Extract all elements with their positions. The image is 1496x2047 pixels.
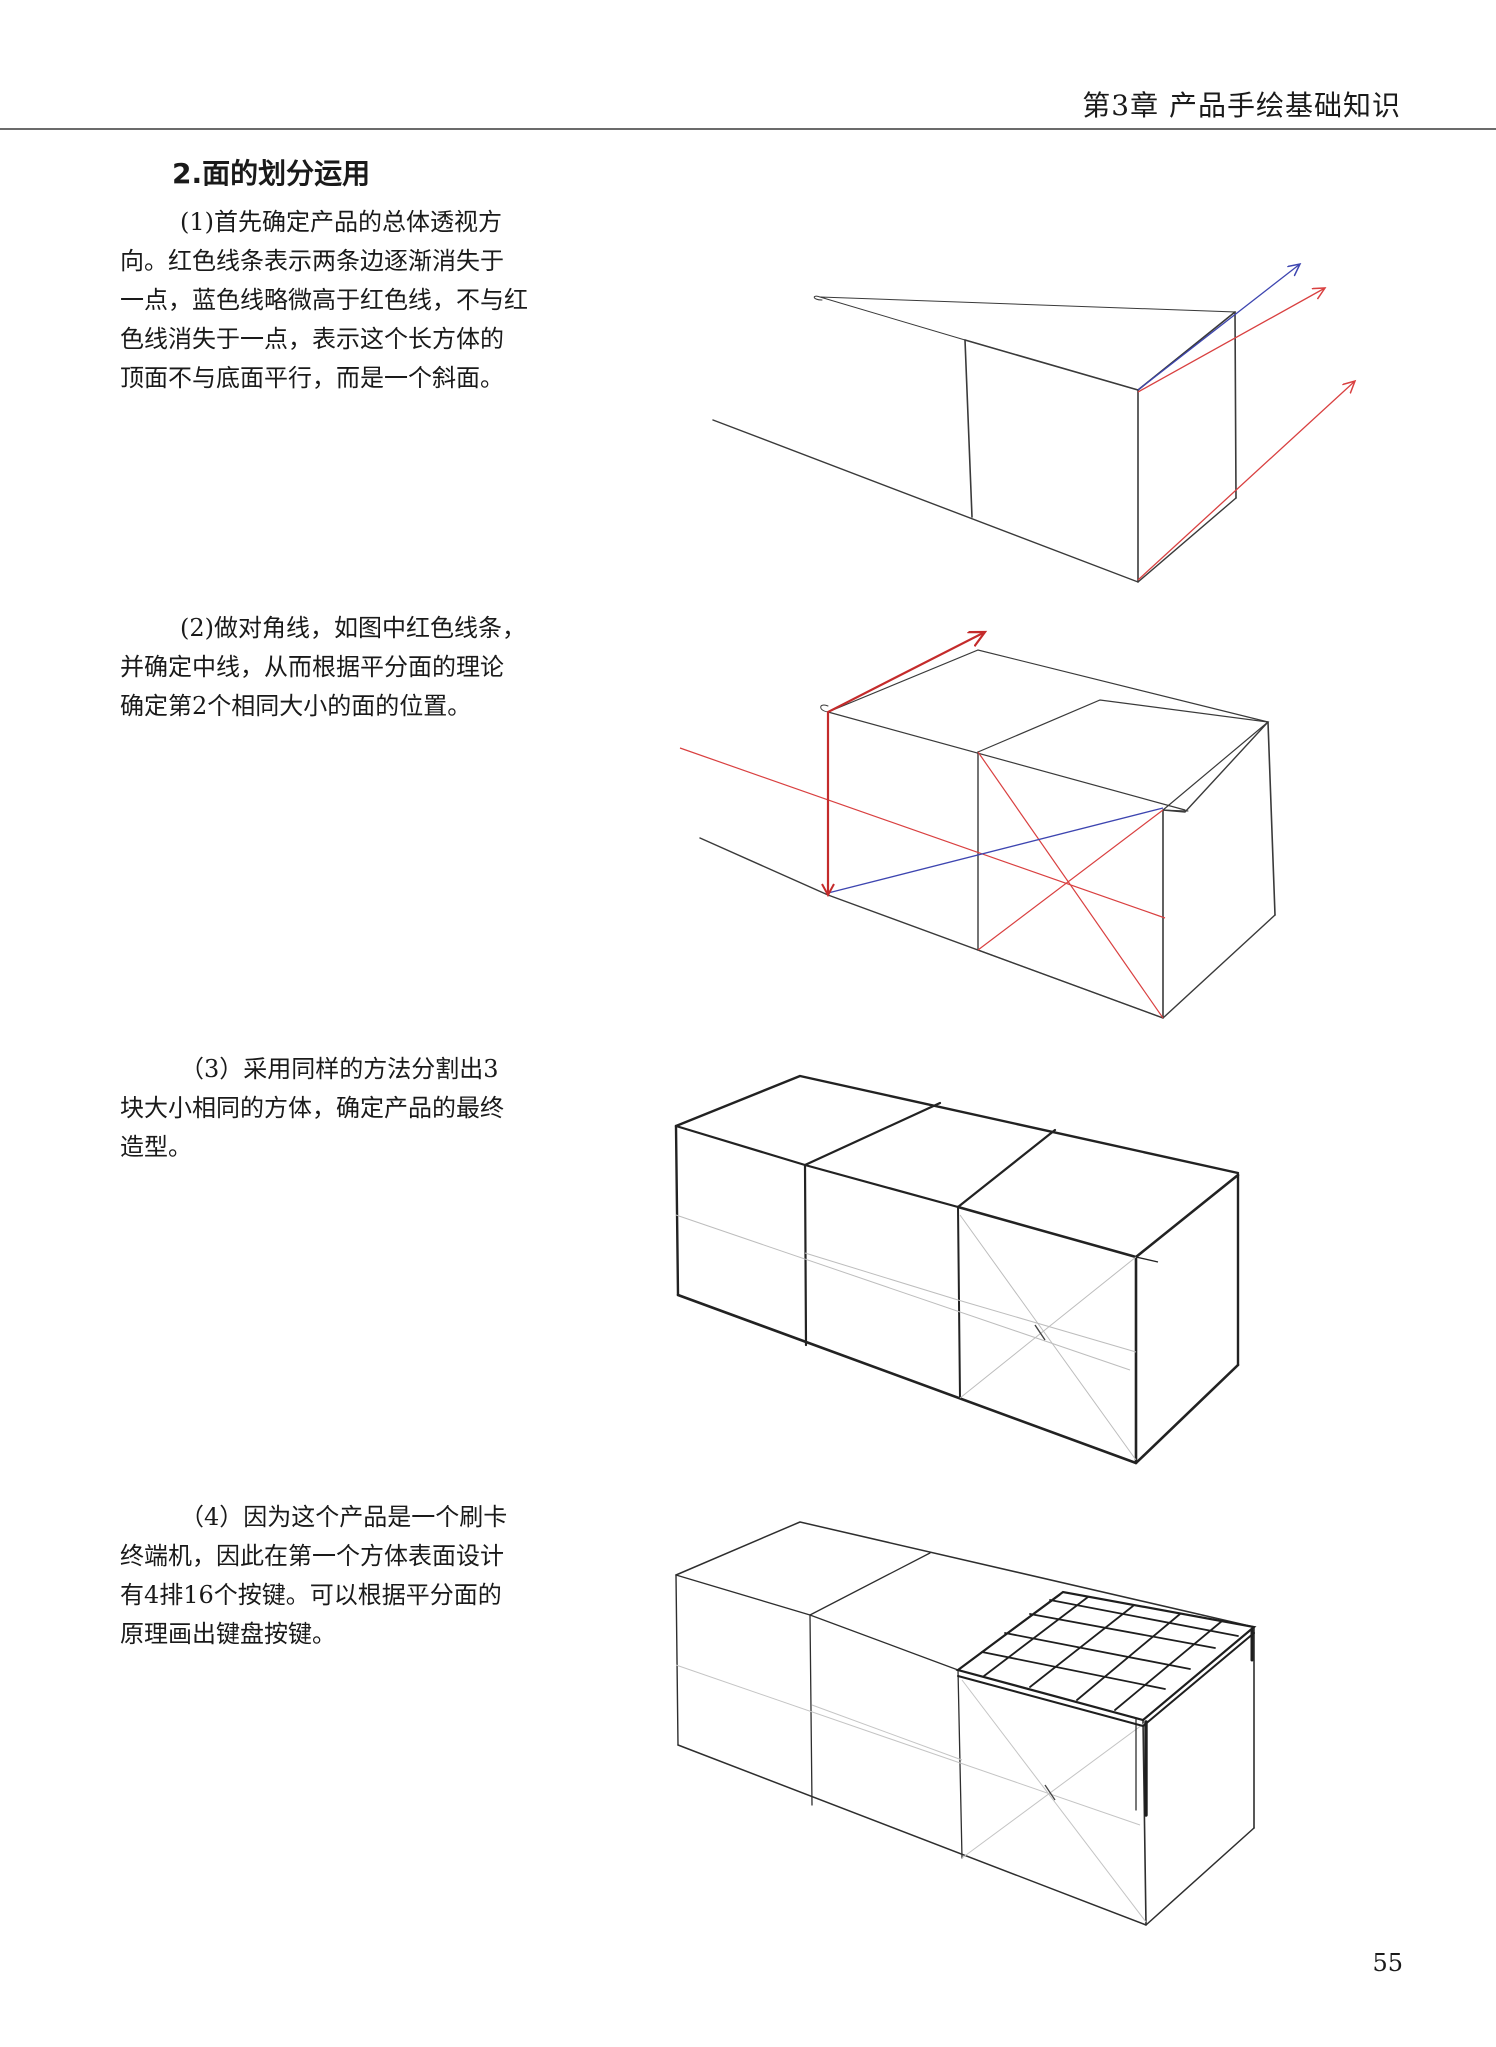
- step-3-text: （3）采用同样的方法分割出3 块大小相同的方体，确定产品的最终 造型。: [120, 1050, 525, 1167]
- step-4-line: 终端机，因此在第一个方体表面设计: [120, 1542, 504, 1570]
- step-3-line: 块大小相同的方体，确定产品的最终: [120, 1094, 504, 1122]
- step-4-line: 有4排16个按键。可以根据平分面的: [120, 1581, 502, 1609]
- step-4-text: （4）因为这个产品是一个刷卡 终端机，因此在第一个方体表面设计 有4排16个按键…: [120, 1498, 525, 1654]
- step-4-line: 原理画出键盘按键。: [120, 1620, 336, 1648]
- step-1-line: 一点，蓝色线略微高于红色线，不与红: [120, 286, 528, 314]
- header-rule: [0, 128, 1496, 130]
- step-3-line: （3）采用同样的方法分割出3: [180, 1055, 499, 1083]
- step-1-line: 向。红色线条表示两条边逐渐消失于: [120, 247, 504, 275]
- step-2-text: (2)做对角线，如图中红色线条， 并确定中线，从而根据平分面的理论 确定第2个相…: [120, 609, 526, 726]
- step-1-line: 色线消失于一点，表示这个长方体的: [120, 325, 504, 353]
- step-1-line: 顶面不与底面平行，而是一个斜面。: [120, 364, 504, 392]
- step-2-line: (2)做对角线，如图中红色线条，: [180, 614, 526, 642]
- header-title: 第3章 产品手绘基础知识: [1082, 89, 1401, 122]
- page-number: 55: [1372, 1949, 1403, 1977]
- step-2-line: 并确定中线，从而根据平分面的理论: [120, 653, 504, 681]
- section-title: 2.面的划分运用: [172, 157, 371, 190]
- step-1-text: (1)首先确定产品的总体透视方 向。红色线条表示两条边逐渐消失于 一点，蓝色线略…: [120, 203, 528, 398]
- step-3-line: 造型。: [120, 1133, 192, 1161]
- step-4-line: （4）因为这个产品是一个刷卡: [180, 1503, 508, 1531]
- step-1-line: (1)首先确定产品的总体透视方: [180, 208, 502, 236]
- step-2-line: 确定第2个相同大小的面的位置。: [120, 692, 472, 720]
